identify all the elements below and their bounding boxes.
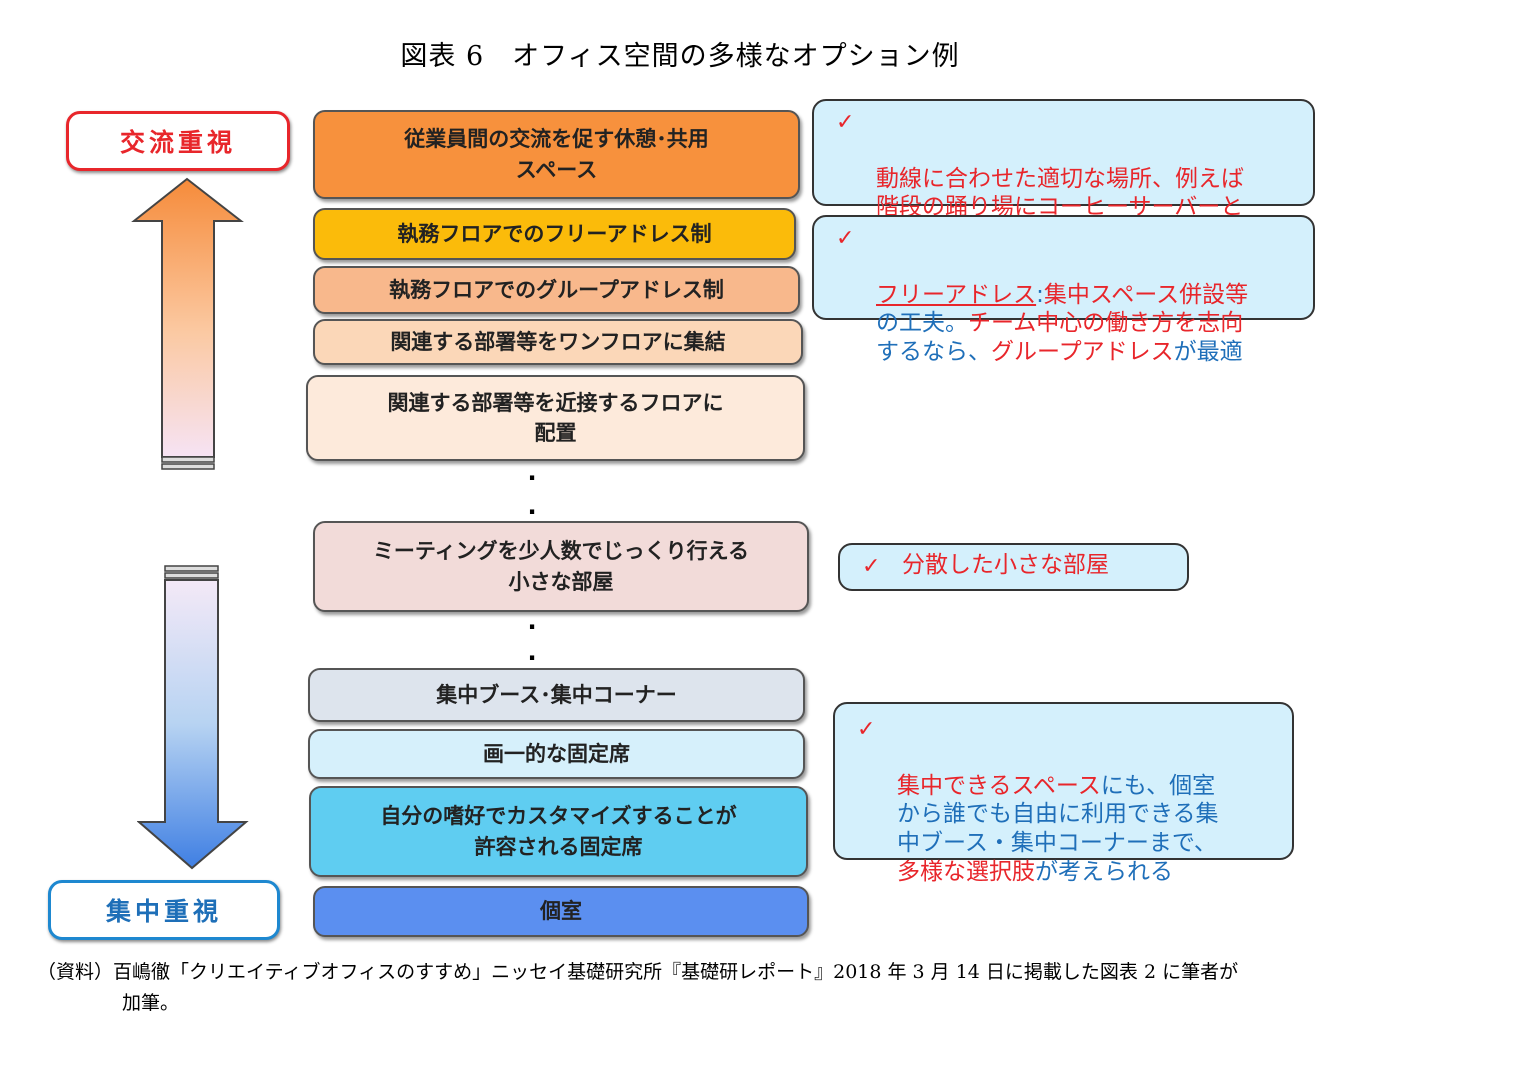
option-break-common-space: 従業員間の交流を促す休憩･共用 スペース xyxy=(313,110,800,199)
option-adjacent-floor: 関連する部署等を近接するフロアに 配置 xyxy=(306,375,805,461)
check-icon: ✓ xyxy=(857,717,876,742)
option-private-room: 個室 xyxy=(313,886,809,937)
option-uniform-fixed-seat: 画一的な固定席 xyxy=(308,729,805,779)
note-focus-spaces: ✓ 集中できるスペースにも、個室 から誰でも自由に利用できる集 中ブース・集中コ… xyxy=(833,702,1294,885)
option-focus-booth: 集中ブース･集中コーナー xyxy=(308,668,805,722)
down-arrow xyxy=(137,565,249,870)
check-icon: ✓ xyxy=(836,226,855,251)
source-caption-line1: （資料）百嶋徹「クリエイティブオフィスのすすめ」ニッセイ基礎研究所『基礎研レポー… xyxy=(37,961,1239,983)
tag-interaction-focus: 交流重視 xyxy=(66,111,290,171)
note-text: 分散した小さな部屋 xyxy=(902,552,1109,578)
note-address-systems: ✓ フリーアドレス:集中スペース併設等 の工夫。チーム中心の働き方を志向 するな… xyxy=(812,215,1315,365)
option-one-floor: 関連する部署等をワンフロアに集結 xyxy=(313,319,803,365)
note-text: にも、個室 から誰でも自由に利用できる集 中ブース・集中コーナーまで、 xyxy=(897,772,1219,857)
source-caption-line2: 加筆。 xyxy=(122,992,180,1014)
ellipsis-dot: . xyxy=(527,492,537,520)
page-title: 図表 6 オフィス空間の多様なオプション例 xyxy=(400,41,960,72)
check-icon: ✓ xyxy=(836,110,855,135)
note-text: : xyxy=(1036,281,1044,308)
note-text: の工夫。 xyxy=(876,310,968,337)
note-text: 集中できるスペース xyxy=(897,772,1101,799)
tag-concentration-focus: 集中重視 xyxy=(48,880,280,940)
note-common-space: ✓ 動線に合わせた適切な場所、例えば 階段の踊り場にコーヒーサーバーと ベンチを… xyxy=(812,99,1315,249)
option-free-address: 執務フロアでのフリーアドレス制 xyxy=(313,208,796,260)
ellipsis-dot: . xyxy=(527,607,537,635)
option-custom-fixed-seat: 自分の嗜好でカスタマイズすることが 許容される固定席 xyxy=(309,786,808,877)
note-small-rooms: ✓ 分散した小さな部屋 xyxy=(838,543,1189,591)
up-arrow xyxy=(131,177,244,470)
option-small-meeting-room: ミーティングを少人数でじっくり行える 小さな部屋 xyxy=(313,521,809,612)
note-text: 多様な選択肢 xyxy=(897,858,1035,885)
ellipsis-dot: . xyxy=(527,458,537,486)
note-text-free-address: フリーアドレス xyxy=(876,281,1037,308)
note-text: チーム中心の働き方を志向 xyxy=(968,310,1244,337)
note-text-group-address: グループアドレス xyxy=(991,339,1174,365)
ellipsis-dot: . xyxy=(527,638,537,666)
check-icon: ✓ xyxy=(862,554,881,579)
note-text: が考えられる xyxy=(1035,858,1173,885)
note-text: が最適 xyxy=(1173,339,1243,365)
note-text: 集中スペース併設等 xyxy=(1043,281,1249,308)
option-group-address: 執務フロアでのグループアドレス制 xyxy=(313,266,800,314)
note-text: するなら、 xyxy=(876,339,991,365)
